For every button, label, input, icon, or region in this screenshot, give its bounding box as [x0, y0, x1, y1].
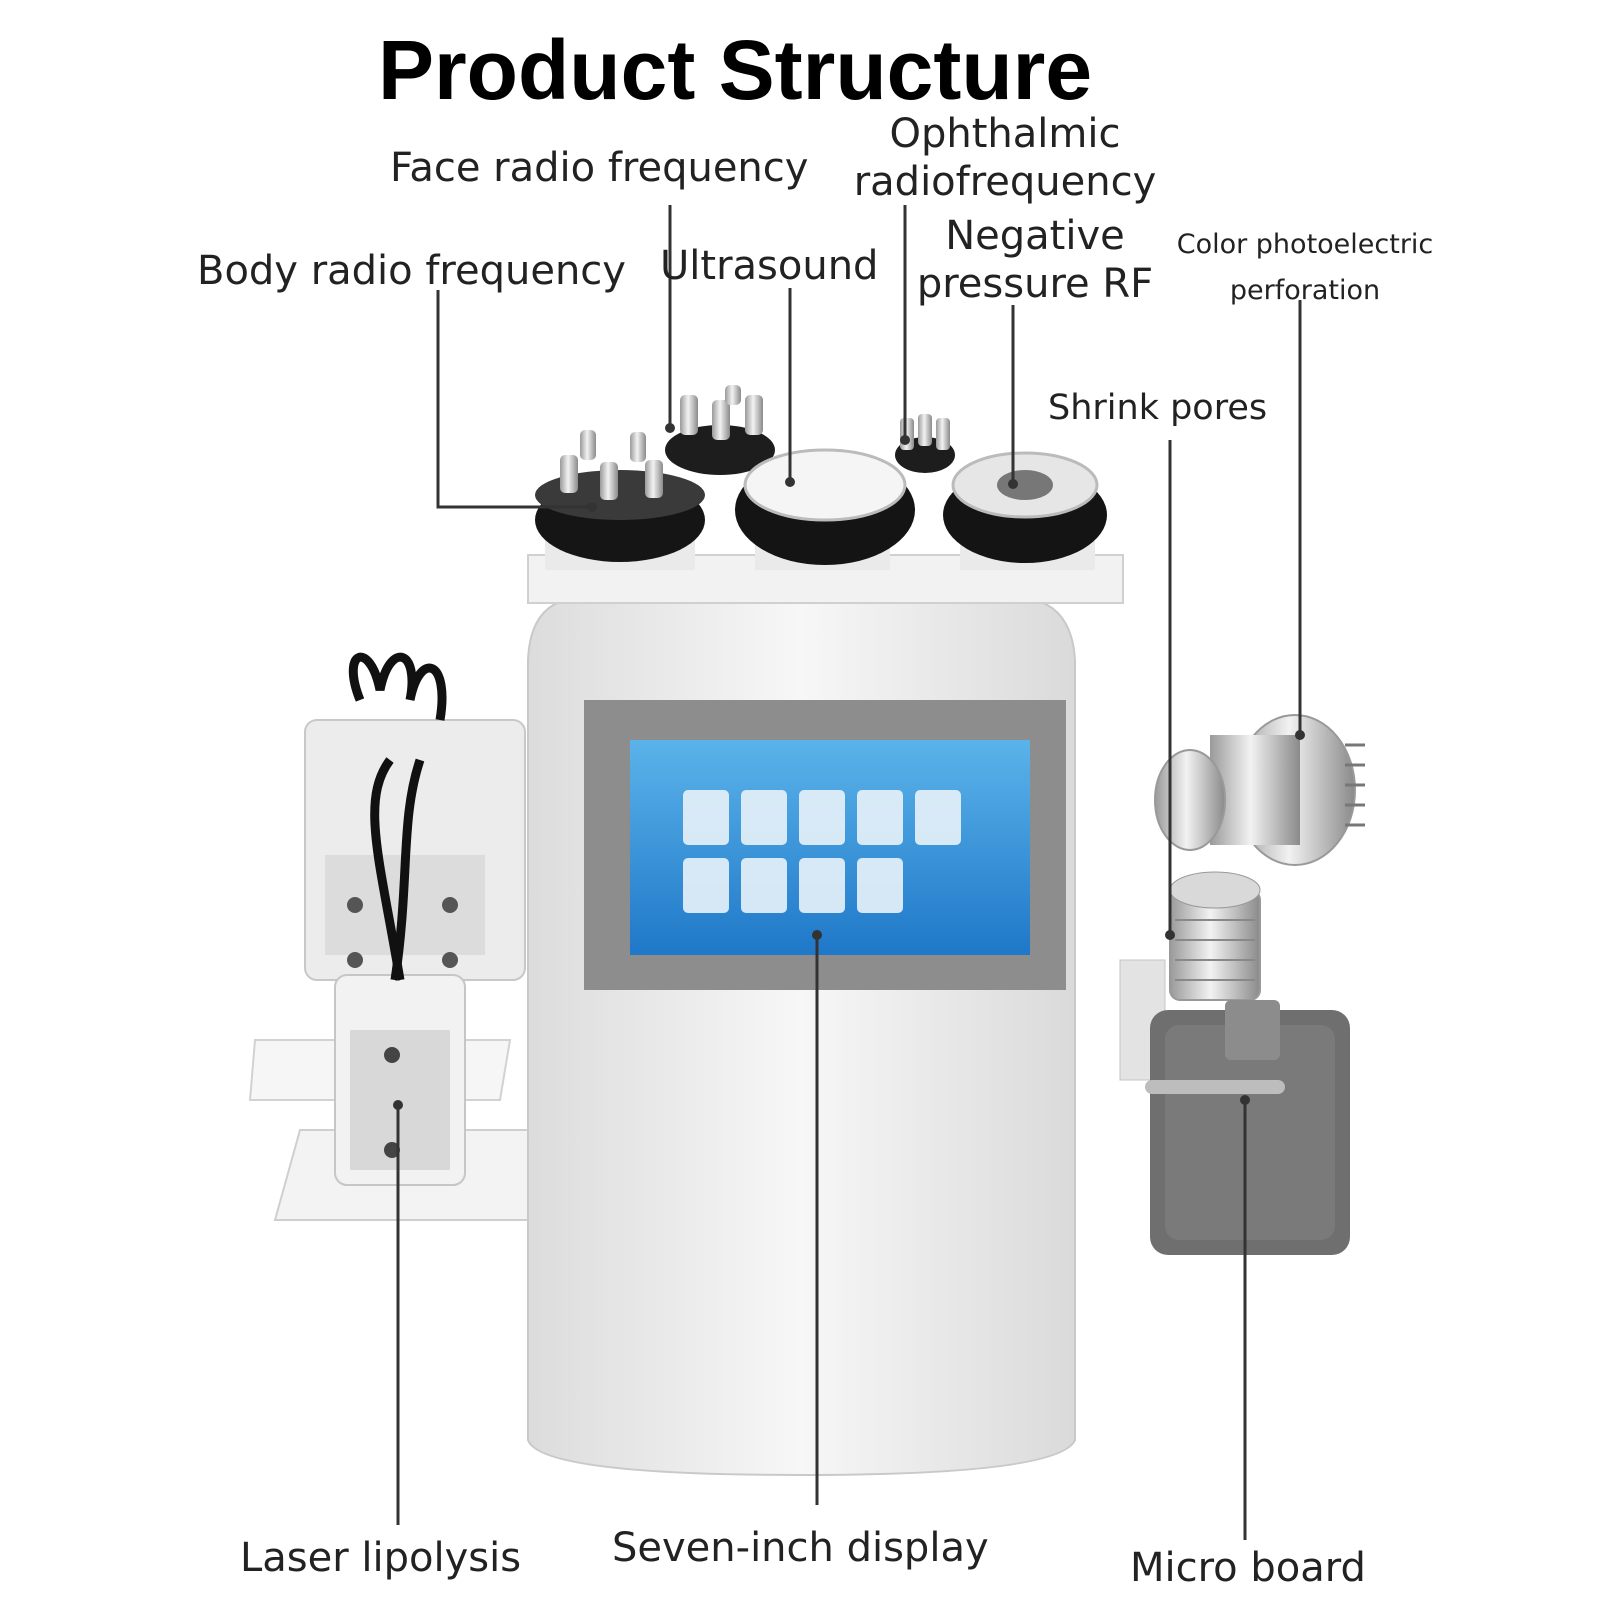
- leader-lines: [396, 205, 1302, 1540]
- callout-ultrasound: Ultrasound: [660, 243, 879, 289]
- callout-negative-pressure-line2: pressure RF: [916, 261, 1154, 307]
- callout-ophthalmic-rf-line1: Ophthalmic: [889, 111, 1121, 157]
- callout-laser-lipolysis: Laser lipolysis: [240, 1535, 522, 1581]
- callout-body-rf: Body radio frequency: [197, 248, 626, 294]
- callout-negative-pressure-line1: Negative: [945, 213, 1125, 259]
- callout-micro-board: Micro board: [1130, 1545, 1366, 1591]
- callout-color-photoelectric: Color photoelectric perforation: [1160, 222, 1450, 314]
- callout-face-rf: Face radio frequency: [390, 145, 809, 191]
- seven-inch-display: [584, 700, 1066, 990]
- shrink-pores-handpiece: [1169, 871, 1261, 1001]
- body-rf-handpiece: [535, 430, 705, 570]
- callout-shrink-pores: Shrink pores: [1048, 388, 1268, 428]
- callout-color-photo-line2: perforation: [1229, 275, 1381, 306]
- micro-board-pad: [1145, 1000, 1350, 1255]
- callout-color-photo-line1: Color photoelectric: [1176, 229, 1434, 260]
- callout-ophthalmic-rf-line2: radiofrequency: [853, 159, 1157, 205]
- ultrasound-handpiece: [735, 448, 915, 570]
- callout-negative-pressure-rf: Negative pressure RF: [900, 212, 1170, 308]
- leader-dots: [393, 423, 1305, 1110]
- device-body: [527, 554, 1124, 1477]
- negative-pressure-rf-handpiece: [943, 451, 1107, 570]
- color-photoelectric-handpiece: [1119, 714, 1365, 1081]
- laser-pad-tray: [248, 652, 531, 1221]
- callout-ophthalmic-rf: Ophthalmic radiofrequency: [840, 110, 1170, 206]
- page-title: Product Structure: [377, 23, 1093, 117]
- face-rf-handpiece: [665, 385, 775, 475]
- callout-display: Seven-inch display: [612, 1525, 989, 1571]
